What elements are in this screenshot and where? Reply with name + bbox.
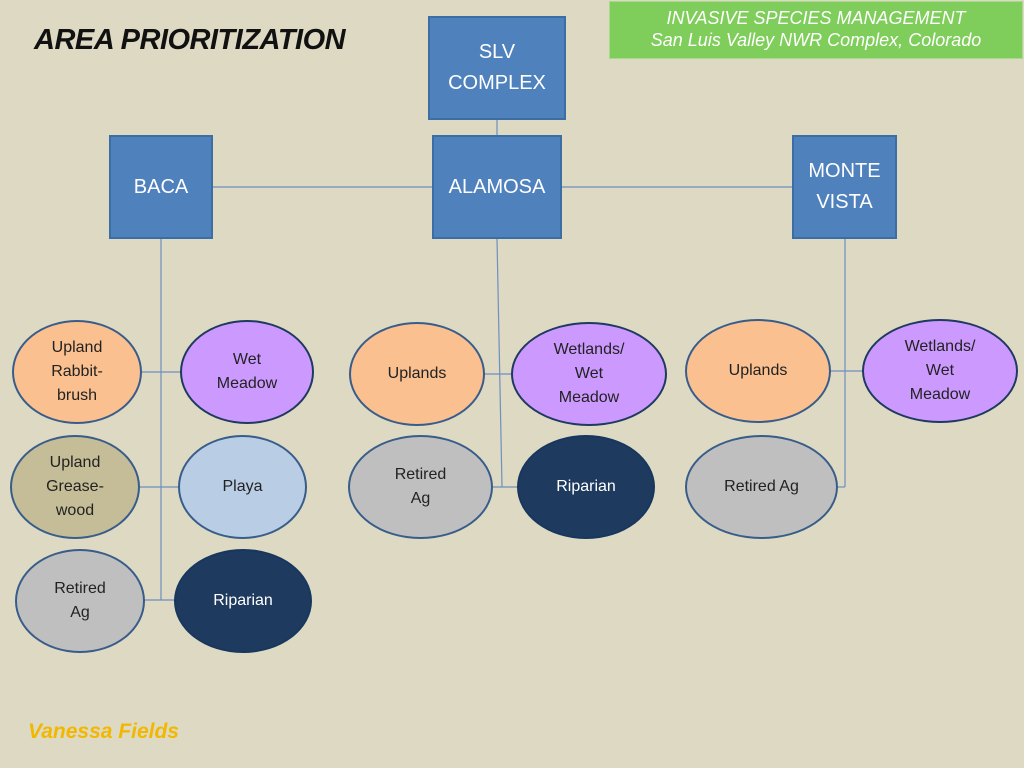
baca-label: BACA	[133, 175, 189, 198]
baca-upland-rabbitbrush: Upland Rabbit- brush	[12, 320, 142, 424]
area-label: Uplands	[728, 362, 788, 379]
area-label: Uplands	[387, 365, 447, 382]
monte-vista-label: MONTE VISTA	[808, 160, 881, 213]
author-name: Vanessa Fields	[28, 720, 179, 743]
header-banner: INVASIVE SPECIES MANAGEMENT San Luis Val…	[609, 1, 1023, 59]
banner-line-2: San Luis Valley NWR Complex, Colorado	[650, 30, 982, 50]
slv-complex-box: SLV COMPLEX	[428, 16, 566, 120]
area-label: Retired Ag	[724, 478, 799, 495]
area-label: Riparian	[213, 592, 273, 609]
baca-upland-greasewood: Upland Grease- wood	[10, 435, 140, 539]
alamosa-uplands: Uplands	[349, 322, 485, 426]
banner-line-1: INVASIVE SPECIES MANAGEMENT	[666, 8, 966, 28]
alamosa-wetlands-wet-meadow: Wetlands/ Wet Meadow	[511, 322, 667, 426]
alamosa-retired-ag: Retired Ag	[348, 435, 493, 539]
monte-vista-box: MONTE VISTA	[792, 135, 897, 239]
baca-retired-ag: Retired Ag	[15, 549, 145, 653]
alamosa-riparian: Riparian	[517, 435, 655, 539]
area-label: Wetlands/ Wet Meadow	[553, 341, 625, 406]
area-label: Wet Meadow	[216, 351, 278, 392]
baca-box: BACA	[109, 135, 213, 239]
area-label: Riparian	[556, 478, 616, 495]
alamosa-box: ALAMOSA	[432, 135, 562, 239]
slide-title: AREA PRIORITIZATION	[34, 24, 346, 56]
area-label: Retired Ag	[394, 466, 447, 507]
baca-wet-meadow: Wet Meadow	[180, 320, 314, 424]
alamosa-label: ALAMOSA	[448, 175, 546, 198]
area-label: Upland Rabbit- brush	[51, 339, 103, 404]
slv-complex-label: SLV COMPLEX	[448, 41, 546, 94]
baca-riparian: Riparian	[174, 549, 312, 653]
monte-vista-retired-ag: Retired Ag	[685, 435, 838, 539]
monte-vista-uplands: Uplands	[685, 319, 831, 423]
area-label: Upland Grease- wood	[46, 454, 104, 519]
baca-playa: Playa	[178, 435, 307, 539]
area-label: Retired Ag	[54, 580, 106, 621]
monte-vista-wetlands-wet-meadow: Wetlands/ Wet Meadow	[862, 319, 1018, 423]
area-label: Playa	[222, 478, 263, 495]
area-label: Wetlands/ Wet Meadow	[904, 338, 976, 403]
